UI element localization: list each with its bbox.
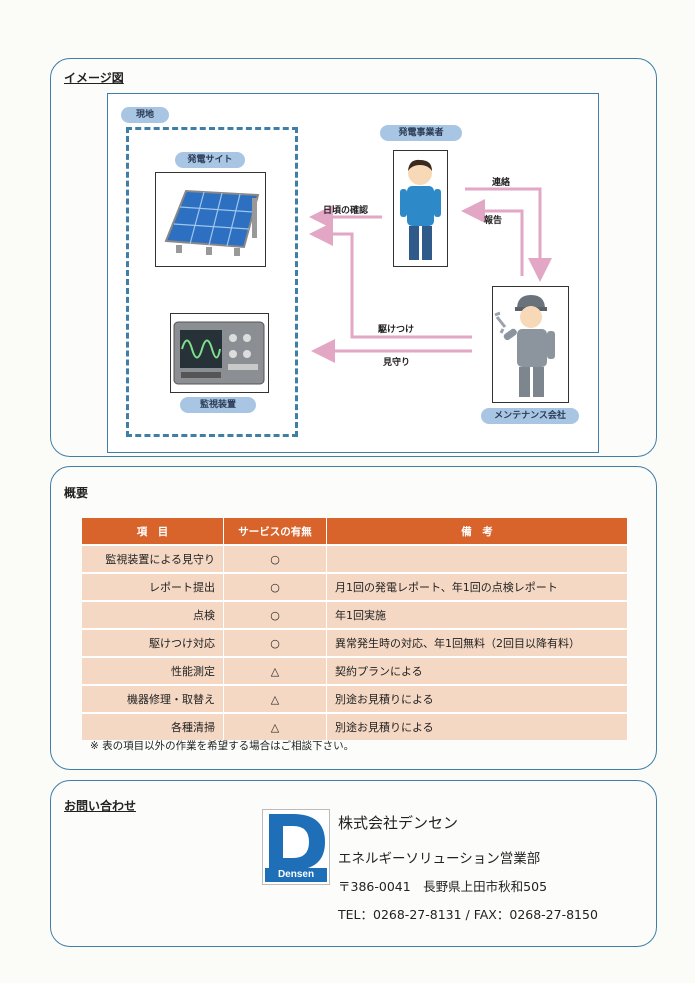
report-label: 報告 [484, 216, 503, 226]
monitor-device-icon [173, 321, 265, 385]
row-item: 駆けつけ対応 [82, 628, 224, 657]
row-item: 性能測定 [82, 656, 224, 685]
column-header-item: 項 目 [82, 518, 224, 545]
row-mark: △ [223, 656, 327, 685]
column-header-service: サービスの有無 [223, 518, 327, 545]
site-tag: 現地 [121, 107, 169, 123]
row-mark: ○ [223, 600, 327, 629]
row-mark: ○ [223, 628, 327, 657]
summary-section-title: 概要 [64, 486, 89, 500]
row-note: 月1回の発電レポート、年1回の点検レポート [326, 572, 628, 601]
row-item: 監視装置による見守り [82, 544, 224, 573]
table-row: レポート提出 ○ 月1回の発電レポート、年1回の点検レポート [82, 572, 628, 601]
row-note: 年1回実施 [326, 600, 628, 629]
monitor-image-box [170, 313, 269, 393]
row-mark: ○ [223, 544, 327, 573]
column-header-note: 備 考 [326, 518, 628, 545]
row-item: 各種清掃 [82, 712, 224, 740]
row-mark: △ [223, 684, 327, 713]
table-row: 機器修理・取替え △ 別途お見積りによる [82, 684, 628, 713]
row-note: 別途お見積りによる [326, 684, 628, 713]
operator-person-icon [400, 159, 441, 260]
row-note: 別途お見積りによる [326, 712, 628, 740]
row-item: 機器修理・取替え [82, 684, 224, 713]
table-footnote: ※ 表の項目以外の作業を希望する場合はご相談下さい。 [90, 740, 355, 752]
image-section-title: イメージ図 [64, 71, 124, 85]
row-note [326, 544, 628, 573]
monitor-tag: 監視装置 [180, 397, 256, 413]
solar-site-tag: 発電サイト [175, 152, 245, 168]
maintenance-worker-icon [494, 295, 555, 397]
table-header-row: 項 目 サービスの有無 備 考 [82, 518, 628, 545]
contact-label: 連絡 [492, 178, 511, 188]
operator-tag: 発電事業者 [380, 125, 462, 141]
rush-label: 駆けつけ [378, 325, 415, 335]
solar-panel-icon [164, 189, 260, 256]
table-row: 監視装置による見守り ○ [82, 544, 628, 573]
phone-fax: TEL：0268-27-8131 / FAX：0268-27-8150 [338, 907, 598, 922]
table-row: 各種清掃 △ 別途お見積りによる [82, 712, 628, 740]
row-item: 点検 [82, 600, 224, 629]
maintenance-image-box [492, 286, 569, 403]
row-mark: ○ [223, 572, 327, 601]
watch-label: 見守り [383, 358, 411, 368]
solar-panel-image-box [155, 172, 266, 267]
maintenance-tag: メンテナンス会社 [481, 408, 579, 424]
contact-section-title: お問い合わせ [64, 799, 137, 813]
row-item: レポート提出 [82, 572, 224, 601]
address: 〒386-0041 長野県上田市秋和505 [338, 879, 548, 894]
densen-logo-mark [265, 814, 327, 882]
department-name: エネルギーソリューション営業部 [338, 851, 541, 867]
summary-table: 項 目 サービスの有無 備 考 監視装置による見守り ○ レポート提出 ○ 月1… [82, 518, 628, 740]
logo-wordmark: Densen [277, 869, 315, 880]
densen-logo: Densen [262, 809, 330, 885]
contact-panel [50, 780, 657, 947]
daily-check-label: 日頃の確認 [323, 206, 369, 216]
table-row: 性能測定 △ 契約プランによる [82, 656, 628, 685]
row-note: 契約プランによる [326, 656, 628, 685]
site-boundary [126, 127, 298, 437]
table-row: 駆けつけ対応 ○ 異常発生時の対応、年1回無料（2回目以降有料） [82, 628, 628, 657]
row-mark: △ [223, 712, 327, 740]
operator-image-box [393, 150, 448, 267]
table-row: 点検 ○ 年1回実施 [82, 600, 628, 629]
company-name: 株式会社デンセン [338, 814, 459, 832]
row-note: 異常発生時の対応、年1回無料（2回目以降有料） [326, 628, 628, 657]
